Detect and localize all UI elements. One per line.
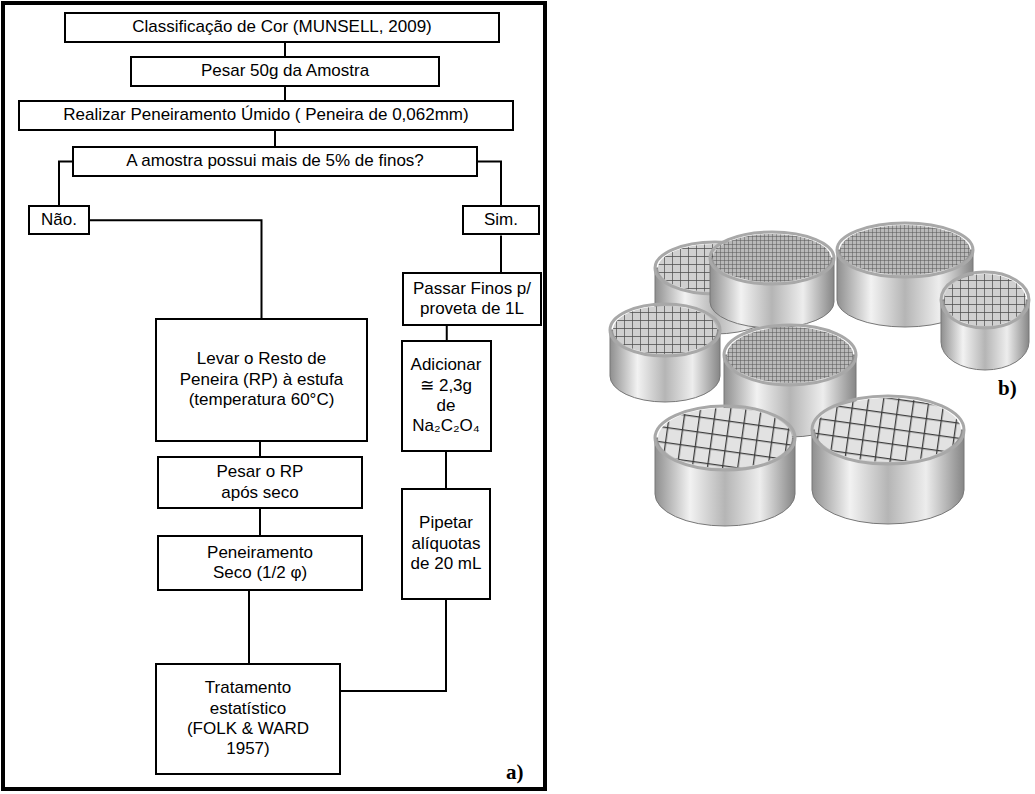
flow-box: Realizar Peneiramento Úmido ( Peneira de… (18, 100, 514, 131)
flow-box: Pipetar alíquotas de 20 mL (401, 488, 491, 600)
flow-box: Tratamento estatístico (FOLK & WARD 1957… (155, 663, 341, 775)
connector-line (478, 162, 501, 206)
flow-box: Levar o Resto de Peneira (RP) à estufa (… (155, 318, 368, 442)
flow-box: Adicionar ≅ 2,3g de Na₂C₂O₄ (401, 340, 492, 452)
sieve (655, 406, 795, 526)
box-text: Classificação de Cor (MUNSELL, 2009) (132, 17, 432, 37)
connector-line (500, 235, 502, 272)
box-text: Peneiramento Seco (1/2 φ) (205, 543, 315, 584)
connector-line (284, 87, 286, 100)
sieve (941, 272, 1029, 370)
flow-box: Pesar 50g da Amostra (130, 56, 440, 87)
connector-line (284, 43, 286, 56)
box-text: Adicionar ≅ 2,3g de Na₂C₂O₄ (410, 355, 482, 437)
connector-line (274, 131, 276, 146)
panel-frame (3, 3, 545, 789)
box-text: Pipetar alíquotas de 20 mL (410, 513, 482, 574)
box-text: Pesar 50g da Amostra (201, 61, 369, 81)
panel-label: b) (998, 376, 1017, 401)
box-text: A amostra possui mais de 5% de finos? (126, 151, 424, 171)
box-text: Pesar o RP após seco (208, 462, 313, 503)
box-text: Não. (41, 210, 77, 230)
flow-box: Passar Finos p/ proveta de 1L (402, 272, 542, 326)
box-text: Tratamento estatístico (FOLK & WARD 1957… (186, 678, 311, 760)
flow-box: Peneiramento Seco (1/2 φ) (157, 535, 363, 591)
sieve (610, 304, 720, 402)
connector-line (90, 220, 262, 318)
sieve-stack (610, 223, 1029, 526)
box-text: Passar Finos p/ proveta de 1L (411, 279, 533, 320)
flow-box: Sim. (462, 205, 540, 235)
connector-line (259, 442, 261, 456)
connector-line (248, 591, 250, 663)
sieve (812, 396, 964, 524)
flow-box: Classificação de Cor (MUNSELL, 2009) (64, 12, 500, 43)
flow-box: Pesar o RP após seco (157, 456, 363, 509)
flow-box: Não. (28, 205, 90, 235)
sieve (710, 232, 834, 328)
flow-box: A amostra possui mais de 5% de finos? (72, 146, 478, 177)
box-text: Realizar Peneiramento Úmido ( Peneira de… (63, 105, 468, 125)
connector-line (446, 326, 448, 340)
box-text: Levar o Resto de Peneira (RP) à estufa (… (176, 349, 348, 410)
connector-line (59, 162, 72, 206)
box-text: Sim. (484, 210, 518, 230)
connector-line (445, 452, 447, 488)
panel-label: a) (506, 760, 524, 785)
connector-line (259, 509, 261, 535)
connector-line (341, 600, 446, 691)
